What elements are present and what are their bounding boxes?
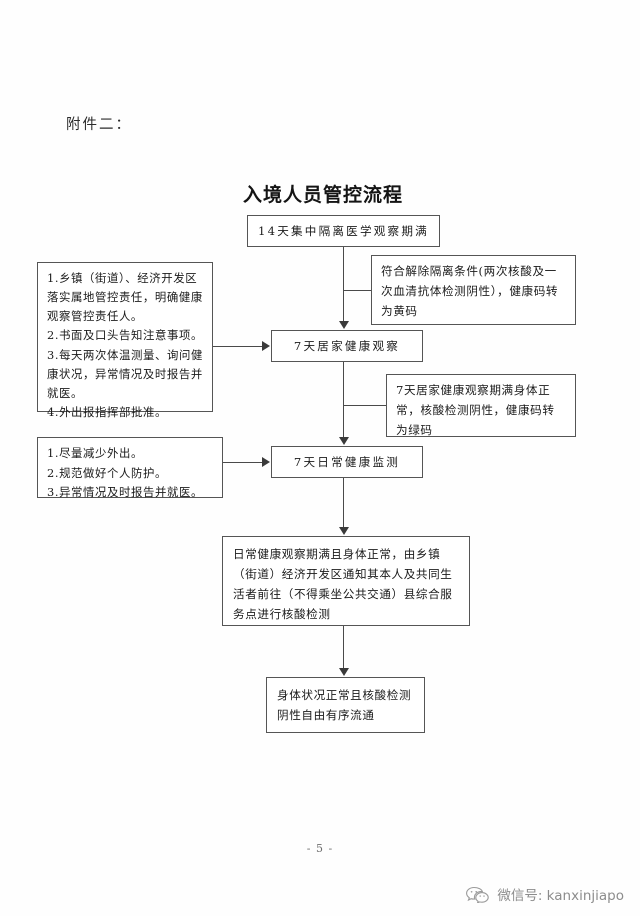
flow-node-home-observe: 7天居家健康观察 [271,330,423,362]
note-yellow-code: 符合解除隔离条件(两次核酸及一次血清抗体检测阴性），健康码转为黄码 [371,255,576,325]
branch-to-green-code-note [343,405,386,406]
flow-node-daily-monitor-label: 7天日常健康监测 [293,455,401,469]
note-precautions: 1.尽量减少外出。 2.规范做好个人防护。 3.异常情况及时报告并就医。 [37,437,223,499]
flow-node-free-flow-label: 身体状况正常且核酸检测阴性自由有序流通 [277,688,412,722]
flow-node-nucleic-test: 日常健康观察期满且身体正常，由乡镇（街道）经济开发区通知其本人及共同生活者前往（… [222,536,470,626]
watermark-text: 微信号: kanxinjiapo [497,888,624,904]
note-yellow-code-text: 符合解除隔离条件(两次核酸及一次血清抗体检测阴性），健康码转为黄码 [381,264,559,318]
note-duties-text: 1.乡镇（街道）、经济开发区落实属地管控责任，明确健康观察管控责任人。 2.书面… [47,271,203,420]
arrowhead-into-nucleic [339,527,349,535]
arrowhead-into-home-observe-left [262,341,270,351]
watermark: 微信号: kanxinjiapo [465,884,624,904]
connector-precautions-to-daily [223,462,263,463]
page-title: 入境人员管控流程 [243,184,404,206]
note-duties: 1.乡镇（街道）、经济开发区落实属地管控责任，明确健康观察管控责任人。 2.书面… [37,262,213,419]
branch-to-yellow-code-note [343,290,371,291]
arrowhead-into-daily-monitor-left [262,457,270,467]
arrowhead-into-home-observe [339,321,349,329]
note-green-code: 7天居家健康观察期满身体正常，核酸检测阴性，健康码转为绿码 [386,374,576,437]
connector-quarantine-to-home [343,247,344,322]
flow-node-quarantine-label: 14天集中隔离医学观察期满 [258,224,429,238]
attachment-label: 附件二： [66,117,132,133]
connector-nucleic-to-freeflow [343,626,344,668]
connector-duties-to-home [213,346,263,347]
connector-daily-to-nucleic [343,478,344,528]
flow-node-free-flow: 身体状况正常且核酸检测阴性自由有序流通 [266,677,425,733]
connector-home-to-daily [343,362,344,438]
flow-node-daily-monitor: 7天日常健康监测 [271,446,423,478]
flow-node-home-observe-label: 7天居家健康观察 [293,339,401,353]
flow-node-nucleic-test-label: 日常健康观察期满且身体正常，由乡镇（街道）经济开发区通知其本人及共同生活者前往（… [233,547,453,621]
wechat-icon [466,886,490,903]
note-green-code-text: 7天居家健康观察期满身体正常，核酸检测阴性，健康码转为绿码 [396,383,555,437]
arrowhead-into-daily-monitor [339,437,349,445]
note-precautions-text: 1.尽量减少外出。 2.规范做好个人防护。 3.异常情况及时报告并就医。 [47,446,203,500]
page-number: - 5 - [306,842,334,855]
flow-node-quarantine: 14天集中隔离医学观察期满 [247,215,440,247]
arrowhead-into-freeflow [339,668,349,676]
